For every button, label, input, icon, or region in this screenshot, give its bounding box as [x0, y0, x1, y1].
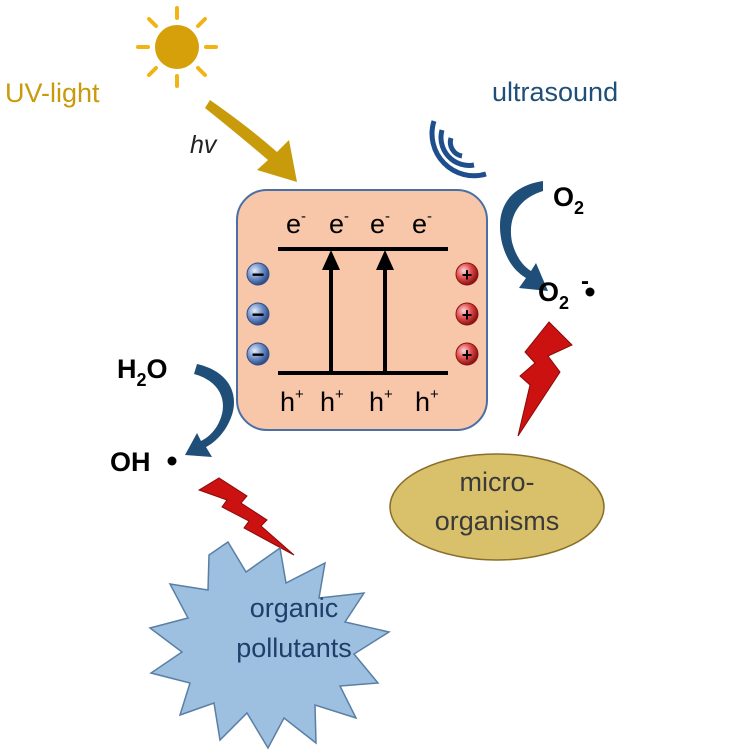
positive-charges: + + +: [455, 262, 479, 366]
pollutants-label-line1: organic: [250, 593, 339, 623]
hv-arrow: [205, 100, 297, 182]
oxygen-label: O2: [553, 182, 584, 218]
svg-text:+: +: [462, 265, 473, 285]
negative-charge-2: −: [246, 302, 270, 327]
oxygen-reduction-arrow: [499, 181, 548, 291]
excitation-arrows: [322, 250, 394, 373]
microorganisms-label-line1: micro-: [460, 467, 535, 497]
organic-pollutants-burst: [148, 540, 391, 750]
svg-text:−: −: [252, 342, 265, 367]
hydroxyl-radical-label: OH: [110, 447, 151, 477]
uv-light-label: UV-light: [5, 78, 100, 108]
superoxide-radical-dot: [585, 287, 595, 297]
hole-row: h+ h+ h+ h+: [280, 386, 439, 417]
sun-icon: [136, 6, 218, 88]
hole-4: h+: [415, 386, 439, 417]
lightning-icon-microorganisms: [517, 321, 573, 437]
positive-charge-2: +: [455, 302, 479, 326]
hole-2: h+: [320, 386, 344, 417]
superoxide-radical-label: O2-: [538, 268, 589, 313]
positive-charge-1: +: [455, 262, 479, 286]
electron-1: e-: [286, 208, 306, 239]
negative-charge-3: −: [246, 342, 270, 367]
photocatalyst-particle: [236, 189, 488, 431]
pollutants-label-line2: pollutants: [236, 633, 352, 663]
microorganisms-label-line2: organisms: [435, 506, 560, 536]
hv-label: hv: [190, 131, 218, 159]
svg-text:+: +: [462, 305, 473, 325]
hole-1: h+: [280, 386, 304, 417]
ultrasound-label: ultrasound: [492, 77, 618, 107]
electron-row: e- e- e- e-: [286, 208, 432, 239]
hole-3: h+: [369, 386, 393, 417]
negative-charge-1: −: [246, 262, 270, 287]
positive-charge-3: +: [455, 342, 479, 366]
svg-text:−: −: [252, 262, 265, 287]
electron-4: e-: [412, 208, 432, 239]
water-label: H2O: [117, 354, 168, 390]
microorganisms-ellipse: [389, 453, 605, 561]
ultrasound-icon: [429, 120, 487, 179]
lightning-icon-pollutants: [197, 477, 295, 556]
electron-3: e-: [370, 208, 390, 239]
electron-2: e-: [329, 208, 349, 239]
svg-text:+: +: [462, 345, 473, 365]
svg-text:−: −: [252, 302, 265, 327]
negative-charges: − − −: [246, 262, 270, 367]
hydroxyl-radical-dot: [167, 456, 177, 466]
water-oxidation-arrow: [185, 364, 234, 457]
